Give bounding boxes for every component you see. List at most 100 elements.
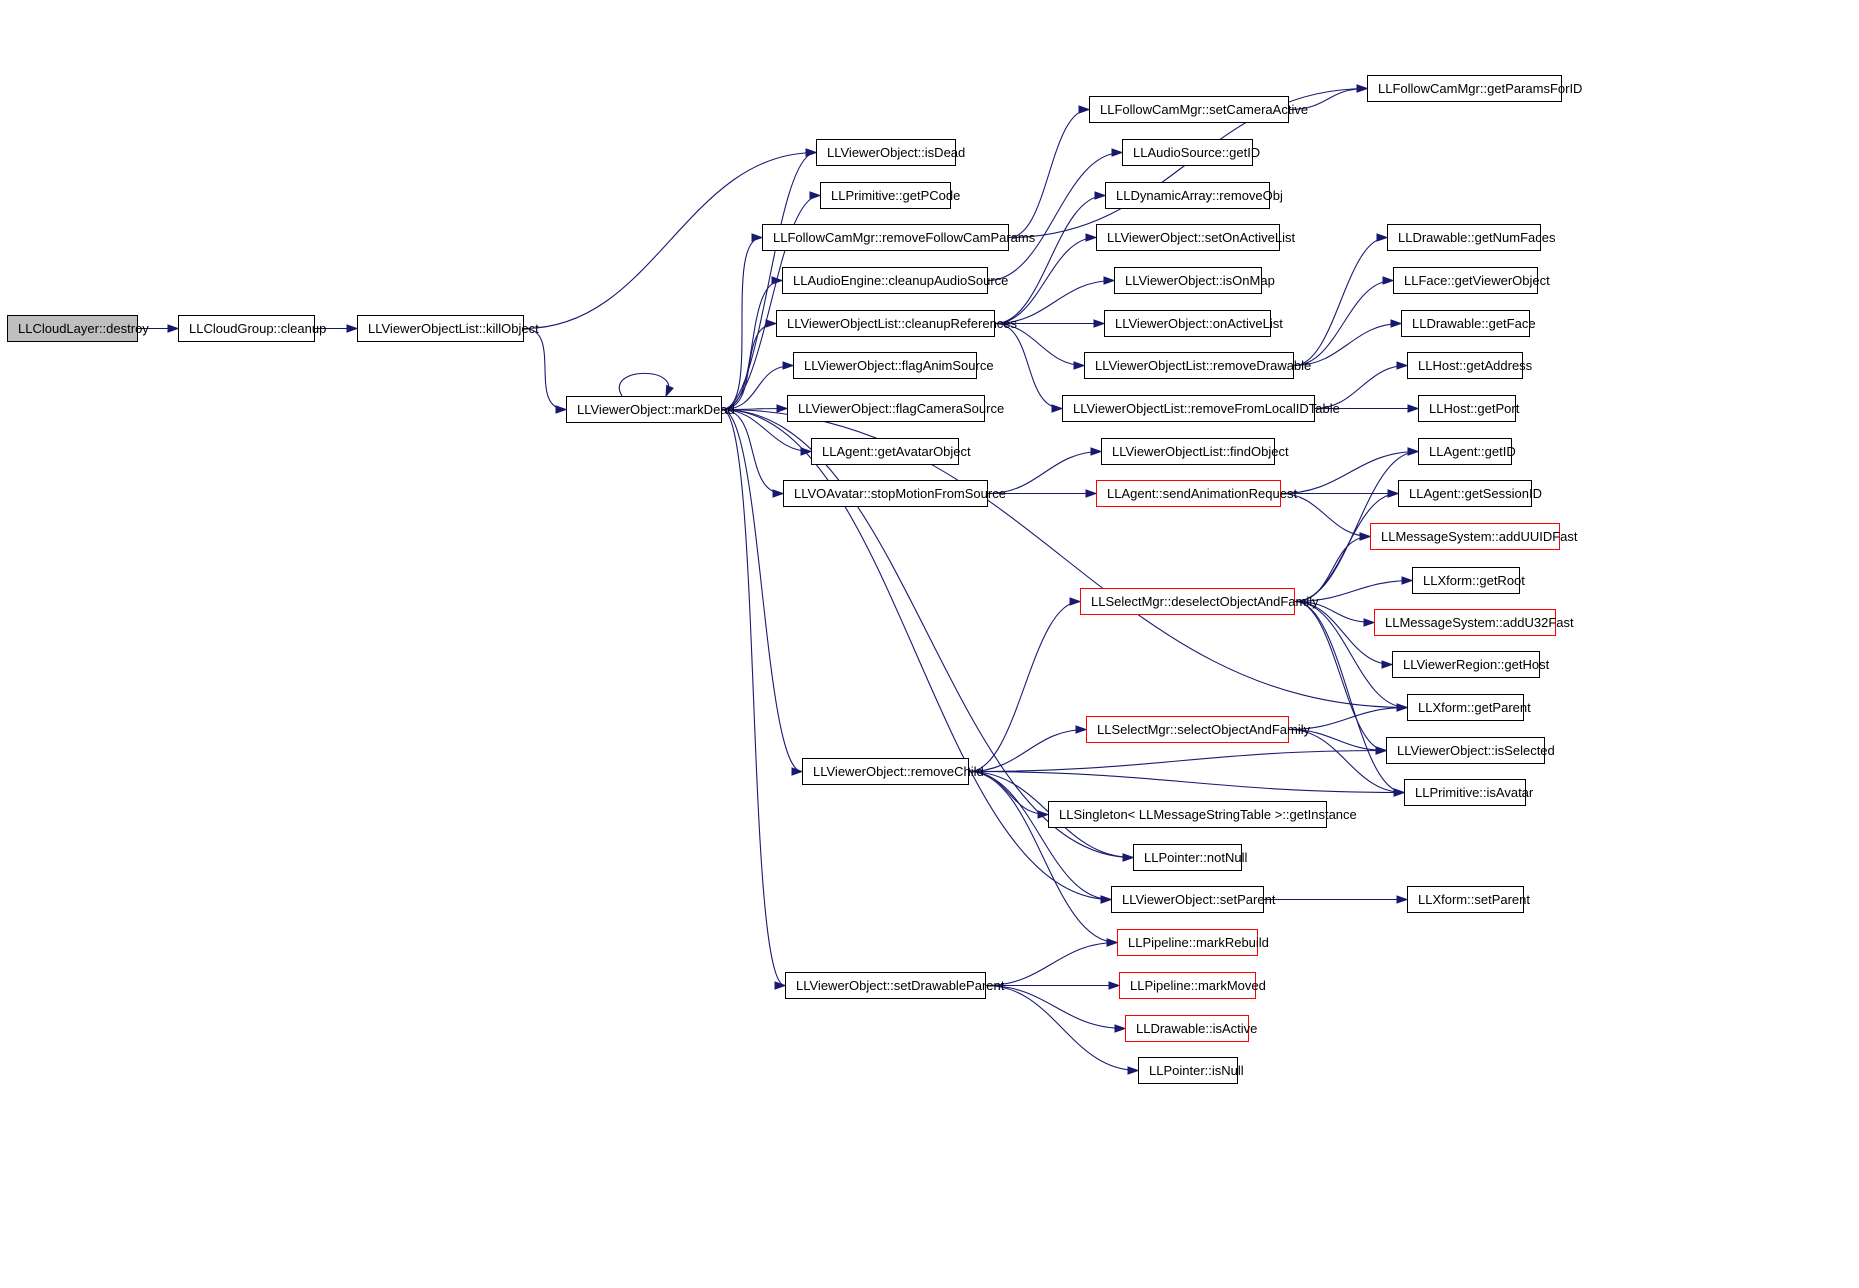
node-fcm-removeparams[interactable]: LLFollowCamMgr::removeFollowCamParams [762,224,1035,251]
edge-vol-cleanuprefs-to-vo-setonactive-arrowhead [1085,233,1098,242]
node-as-getid[interactable]: LLAudioSource::getID [1122,139,1260,166]
edge-vo-markdead-to-vo-flagcamera-arrowhead [776,404,789,413]
node-agent-getid[interactable]: LLAgent::getID [1418,438,1516,465]
edge-vol-removelocalid-to-host-getaddress-arrowhead [1396,361,1409,370]
edge-vo-removechild-to-pipe-markrebuild [968,770,1118,944]
node-drawable-getnumfaces[interactable]: LLDrawable::getNumFaces [1387,224,1556,251]
node-vo-setparent[interactable]: LLViewerObject::setParent [1111,886,1275,913]
node-host-getaddress[interactable]: LLHost::getAddress [1407,352,1532,379]
node-fcm-setcameraactive[interactable]: LLFollowCamMgr::setCameraActive [1089,96,1308,123]
node-da-removeobj[interactable]: LLDynamicArray::removeObj [1105,182,1283,209]
node-msg-adduuidfast[interactable]: LLMessageSystem::addUUIDFast [1370,523,1578,550]
edge-vo-markdead-to-fcm-removeparams-arrowhead [751,233,764,242]
edge-sm-deselect-to-xform-getroot [1294,579,1413,603]
node-vo-removechild[interactable]: LLViewerObject::removeChild [802,758,984,785]
edge-sm-select-to-xform-getparent-arrowhead [1396,703,1409,712]
node-vo-flagcamera[interactable]: LLViewerObject::flagCameraSource [787,395,1004,422]
edge-cloudgroup-cleanup-to-vol-killobject-arrowhead [346,324,359,333]
node-vo-setonactive[interactable]: LLViewerObject::setOnActiveList [1096,224,1295,251]
node-vol-removedrawable[interactable]: LLViewerObjectList::removeDrawable [1084,352,1311,379]
node-ptr-isnull[interactable]: LLPointer::isNull [1138,1057,1244,1084]
edge-vol-removedrawable-to-drawable-getnumfaces-arrowhead [1376,233,1389,242]
edge-vo-markdead-to-vo-removechild-arrowhead [791,767,804,776]
node-xform-getroot[interactable]: LLXform::getRoot [1412,567,1525,594]
edge-sm-deselect-to-agent-getid-arrowhead [1407,447,1420,456]
node-prim-isavatar[interactable]: LLPrimitive::isAvatar [1404,779,1533,806]
edge-vo-setdrawableparent-to-pipe-markmoved-arrowhead [1108,981,1121,990]
edge-vo-setdrawableparent-to-ptr-isnull [985,984,1139,1072]
node-vol-removelocalid[interactable]: LLViewerObjectList::removeFromLocalIDTab… [1062,395,1340,422]
edge-fcm-removeparams-to-fcm-setcameraactive [1008,108,1090,239]
node-cloudgroup-cleanup[interactable]: LLCloudGroup::cleanup [178,315,326,342]
edge-vol-removelocalid-to-host-getaddress [1314,364,1408,410]
node-vol-killobject[interactable]: LLViewerObjectList::killObject [357,315,539,342]
edge-vol-killobject-to-vo-markdead-arrowhead [555,405,568,414]
edge-vo-setdrawableparent-to-ptr-isnull-arrowhead [1127,1066,1140,1075]
node-pipe-markrebuild[interactable]: LLPipeline::markRebuild [1117,929,1269,956]
edge-vo-markdead-to-vol-cleanuprefs [721,322,777,411]
node-fcm-getparams[interactable]: LLFollowCamMgr::getParamsForID [1367,75,1582,102]
edge-vol-removedrawable-to-drawable-getface-arrowhead [1390,319,1403,328]
node-prim-getpcode[interactable]: LLPrimitive::getPCode [820,182,960,209]
node-pipe-markmoved[interactable]: LLPipeline::markMoved [1119,972,1266,999]
edge-voav-stopmotion-to-agent-sendanim-arrowhead [1085,489,1098,498]
node-xform-getparent[interactable]: LLXform::getParent [1407,694,1531,721]
node-vo-isdead[interactable]: LLViewerObject::isDead [816,139,965,166]
node-vo-flaganim[interactable]: LLViewerObject::flagAnimSource [793,352,994,379]
edge-sm-deselect-to-prim-isavatar [1294,600,1405,794]
node-drawable-getface[interactable]: LLDrawable::getFace [1401,310,1536,337]
edge-cloudlayer-destroy-to-cloudgroup-cleanup-arrowhead [167,324,180,333]
node-sm-deselect[interactable]: LLSelectMgr::deselectObjectAndFamily [1080,588,1319,615]
edge-vol-killobject-to-vo-markdead [523,327,567,411]
node-xform-setparent[interactable]: LLXform::setParent [1407,886,1530,913]
node-voav-stopmotion[interactable]: LLVOAvatar::stopMotionFromSource [783,480,1006,507]
edge-sm-deselect-to-msg-adduuidfast [1294,535,1371,603]
edge-vol-removelocalid-to-host-getport-arrowhead [1407,404,1420,413]
node-msg-addu32fast[interactable]: LLMessageSystem::addU32Fast [1374,609,1574,636]
node-ae-cleanupaudio[interactable]: LLAudioEngine::cleanupAudioSource [782,267,1008,294]
node-singleton-getinstance[interactable]: LLSingleton< LLMessageStringTable >::get… [1048,801,1357,828]
edge-vo-setparent-to-xform-setparent-arrowhead [1396,895,1409,904]
node-vo-setdrawableparent[interactable]: LLViewerObject::setDrawableParent [785,972,1004,999]
edge-voav-stopmotion-to-vol-findobject-arrowhead [1090,447,1103,456]
node-sm-select[interactable]: LLSelectMgr::selectObjectAndFamily [1086,716,1310,743]
node-cloudlayer-destroy: LLCloudLayer::destroy [7,315,149,342]
edge-vol-cleanuprefs-to-vo-setonactive [994,236,1097,325]
node-agent-getavatar[interactable]: LLAgent::getAvatarObject [811,438,971,465]
node-agent-sendanim[interactable]: LLAgent::sendAnimationRequest [1096,480,1297,507]
node-vo-isselected[interactable]: LLViewerObject::isSelected [1386,737,1555,764]
edge-vo-markdead-to-voav-stopmotion [721,408,784,495]
edge-voav-stopmotion-to-vol-findobject [987,450,1102,495]
edge-vo-markdead-to-vo-setdrawableparent-arrowhead [774,981,787,990]
node-vo-markdead[interactable]: LLViewerObject::markDead [566,396,735,423]
edge-vo-markdead-to-vo-removechild [721,408,803,773]
edge-vo-markdead-to-vol-cleanuprefs-arrowhead [765,319,778,328]
node-drawable-isactive[interactable]: LLDrawable::isActive [1125,1015,1257,1042]
edge-sm-deselect-to-agent-getsessionid-arrowhead [1387,489,1400,498]
node-vo-onactive[interactable]: LLViewerObject::onActiveList [1104,310,1283,337]
edge-vo-removechild-to-sm-select [968,728,1087,773]
edge-vo-markdead-to-vo-isdead-arrowhead [805,148,818,157]
edge-vol-cleanuprefs-to-vo-isonmap-arrowhead [1103,276,1116,285]
node-vol-findobject[interactable]: LLViewerObjectList::findObject [1101,438,1289,465]
node-ptr-notnull[interactable]: LLPointer::notNull [1133,844,1247,871]
edge-sm-deselect-to-xform-getroot-arrowhead [1401,576,1414,585]
edge-vo-setdrawableparent-to-drawable-isactive-arrowhead [1114,1024,1127,1033]
edge-vol-removedrawable-to-drawable-getnumfaces [1293,236,1388,367]
node-host-getport[interactable]: LLHost::getPort [1418,395,1519,422]
edge-vol-cleanuprefs-to-vo-isonmap [994,279,1115,325]
edge-vo-markdead-to-vo-markdead-arrowhead [665,384,674,398]
node-vol-cleanuprefs[interactable]: LLViewerObjectList::cleanupReferences [776,310,1017,337]
edge-vo-markdead-to-vo-isdead [721,151,817,411]
edge-vo-markdead-to-ae-cleanupaudio [721,279,783,411]
edge-sm-select-to-vo-isselected [1288,728,1387,752]
edge-vo-markdead-to-voav-stopmotion-arrowhead [772,489,785,498]
edge-vol-removedrawable-to-face-getviewerobject-arrowhead [1382,276,1395,285]
edge-agent-sendanim-to-msg-adduuidfast [1280,492,1371,538]
node-agent-getsessionid[interactable]: LLAgent::getSessionID [1398,480,1542,507]
node-face-getviewerobject[interactable]: LLFace::getViewerObject [1393,267,1550,294]
node-vo-isonmap[interactable]: LLViewerObject::isOnMap [1114,267,1275,294]
edge-vol-cleanuprefs-to-vol-removelocalid-arrowhead [1051,404,1064,413]
node-region-gethost[interactable]: LLViewerRegion::getHost [1392,651,1549,678]
